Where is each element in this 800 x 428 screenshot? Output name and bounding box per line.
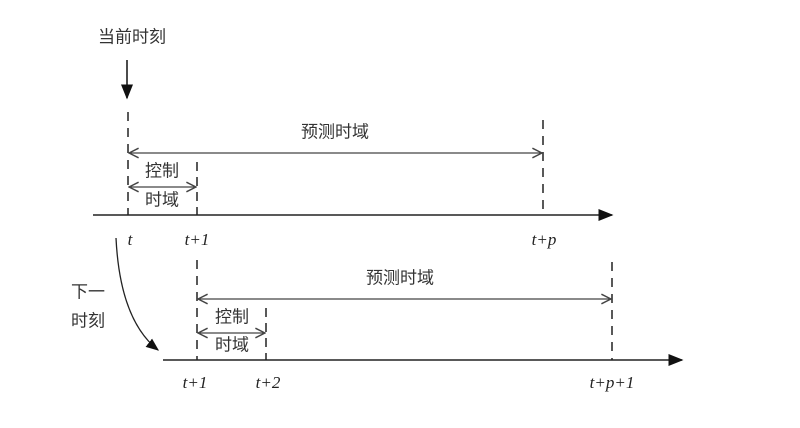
row2-control-label-2: 时域 (215, 335, 249, 356)
next-time-curve (115, 237, 160, 351)
row2-prediction-label: 预测时域 (366, 268, 434, 289)
current-time-label: 当前时刻 (98, 27, 166, 48)
row2-tick-t1: t+1 (182, 373, 208, 392)
row1-control-label-2: 时域 (145, 190, 179, 211)
row2-tick-t2: t+2 (255, 373, 281, 392)
row2-tick-tp1: t+p+1 (589, 373, 635, 392)
next-time-label-2: 时刻 (71, 311, 105, 332)
next-time-label-1: 下一 (71, 282, 105, 303)
row1-tick-t: t (127, 230, 133, 249)
row1-control-label-1: 控制 (145, 161, 179, 182)
row1-prediction-label: 预测时域 (301, 122, 369, 143)
row1-tick-tp: t+p (531, 230, 557, 249)
row2-control-label-1: 控制 (215, 307, 249, 328)
row1-tick-t1: t+1 (184, 230, 210, 249)
